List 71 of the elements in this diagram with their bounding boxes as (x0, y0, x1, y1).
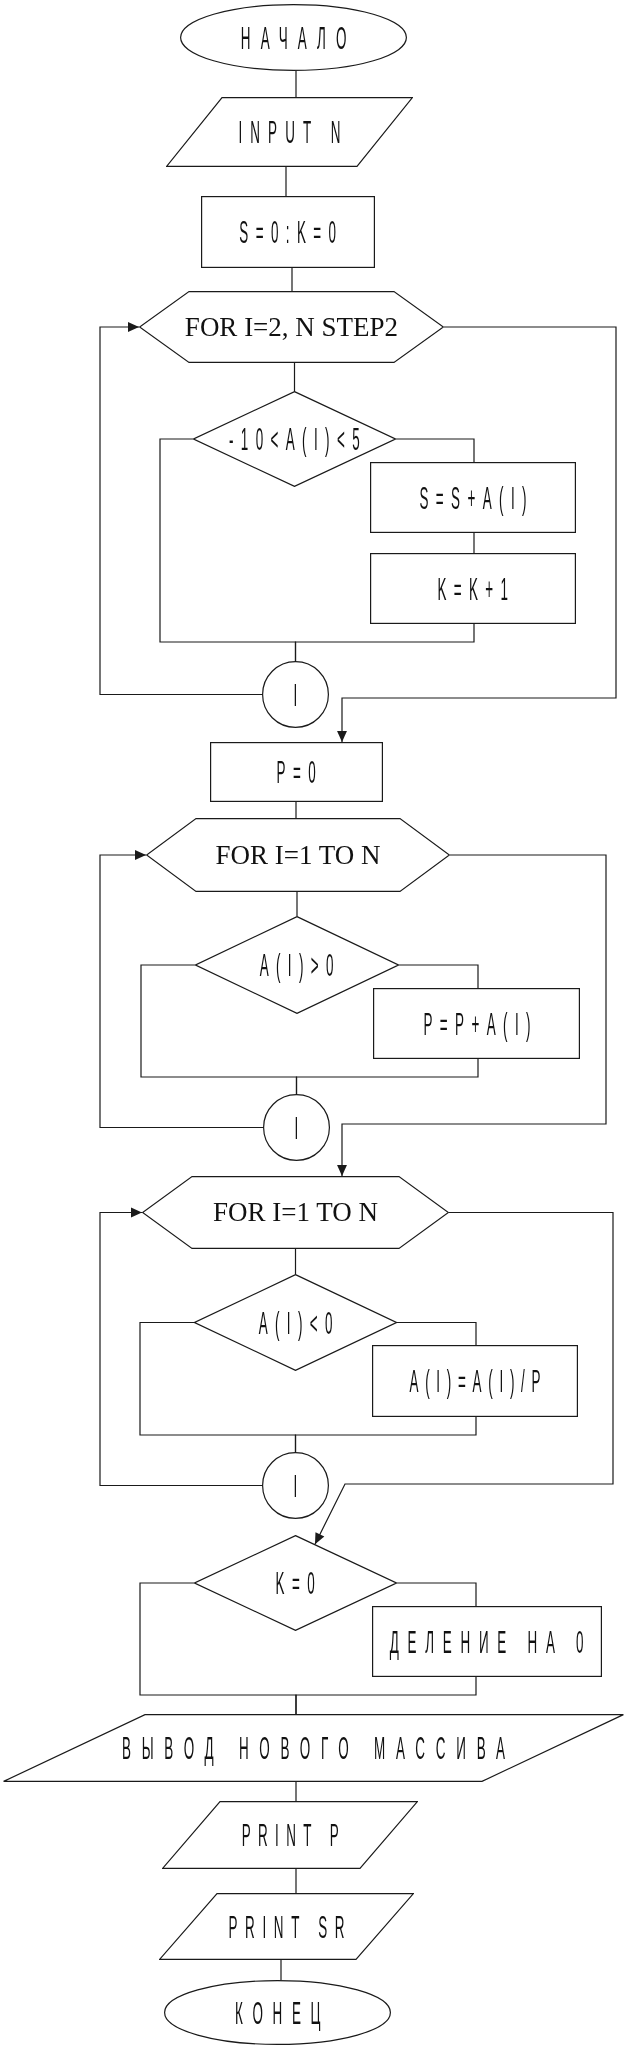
terminal-ellipse (180, 4, 407, 71)
process-box (372, 1345, 578, 1417)
flow-arrow (99, 850, 264, 1129)
loop-hexagon (139, 291, 444, 363)
flow-line (398, 964, 479, 989)
node-label: PRINT SR (227, 1910, 353, 1943)
decision-diamond (194, 1535, 397, 1631)
node-label: НАЧАЛО (239, 21, 357, 54)
connector-circle (262, 1452, 329, 1519)
flow-line (295, 1868, 297, 1894)
io-parallelogram (166, 97, 413, 167)
decision-diamond (194, 1274, 397, 1371)
flow-line (294, 1248, 297, 1275)
flow-line (294, 623, 475, 662)
connector-circle (263, 1094, 330, 1161)
flow-line (396, 1321, 477, 1346)
flow-line (291, 267, 293, 292)
terminal-ellipse (164, 1980, 391, 2045)
flow-line (293, 362, 296, 392)
flow-line (295, 1781, 297, 1802)
node-label: PRINT P (240, 1819, 346, 1851)
node-label: P=0 (275, 756, 324, 788)
node-label: FOR I=2, N STEP2 (184, 313, 399, 341)
flow-line (296, 891, 298, 917)
connector-circle (262, 661, 329, 728)
node-label: S=S+A(I) (418, 481, 534, 514)
loop-hexagon (142, 1176, 449, 1249)
node-label: A(I)=A(I)/P (408, 1365, 548, 1397)
process-box (372, 1606, 602, 1677)
io-parallelogram (3, 1714, 624, 1782)
node-label: -10<A(I)<5 (228, 423, 368, 455)
process-box (373, 988, 580, 1059)
node-label: ДЕЛЕНИЕ НА 0 (389, 1625, 593, 1658)
connector-label: I (293, 1469, 298, 1502)
flow-line (294, 1416, 477, 1453)
flow-arrow (337, 854, 607, 1177)
process-box (201, 196, 375, 268)
decision-diamond (195, 916, 399, 1014)
flow-line (395, 438, 475, 463)
connector-label: I (293, 678, 298, 711)
io-parallelogram (159, 1893, 414, 1960)
flow-line (295, 801, 297, 819)
node-label: S=0:K=0 (238, 216, 344, 248)
node-label: INPUT N (237, 116, 349, 148)
node-label: FOR I=1 TO N (215, 841, 381, 869)
node-label: ВЫВОД НОВОГО МАССИВА (121, 1732, 516, 1764)
flow-line (473, 532, 475, 554)
node-label: FOR I=1 TO N (213, 1199, 378, 1226)
flow-line (280, 1959, 282, 1981)
flow-line (295, 1676, 477, 1715)
node-label: КОНЕЦ (233, 1996, 330, 2029)
flow-line (285, 166, 287, 197)
flow-arrow (99, 1207, 263, 1487)
process-box (210, 742, 383, 802)
node-label: K=0 (274, 1567, 323, 1599)
node-label: P=P+A(I) (422, 1007, 538, 1040)
flow-line (396, 1582, 477, 1607)
flow-arrow (99, 322, 263, 696)
flow-arrow (337, 326, 617, 743)
node-label: K=K+1 (436, 572, 516, 605)
node-label: A(I)>0 (259, 949, 342, 981)
process-box (370, 553, 576, 624)
decision-diamond (193, 391, 396, 487)
flow-line (295, 1058, 479, 1095)
node-label: A(I)<0 (257, 1306, 340, 1339)
loop-hexagon (146, 818, 450, 892)
io-parallelogram (162, 1801, 418, 1869)
flow-line (295, 70, 297, 98)
process-box (370, 462, 576, 533)
connector-label: I (294, 1111, 299, 1144)
flow-arrow (314, 1211, 614, 1545)
